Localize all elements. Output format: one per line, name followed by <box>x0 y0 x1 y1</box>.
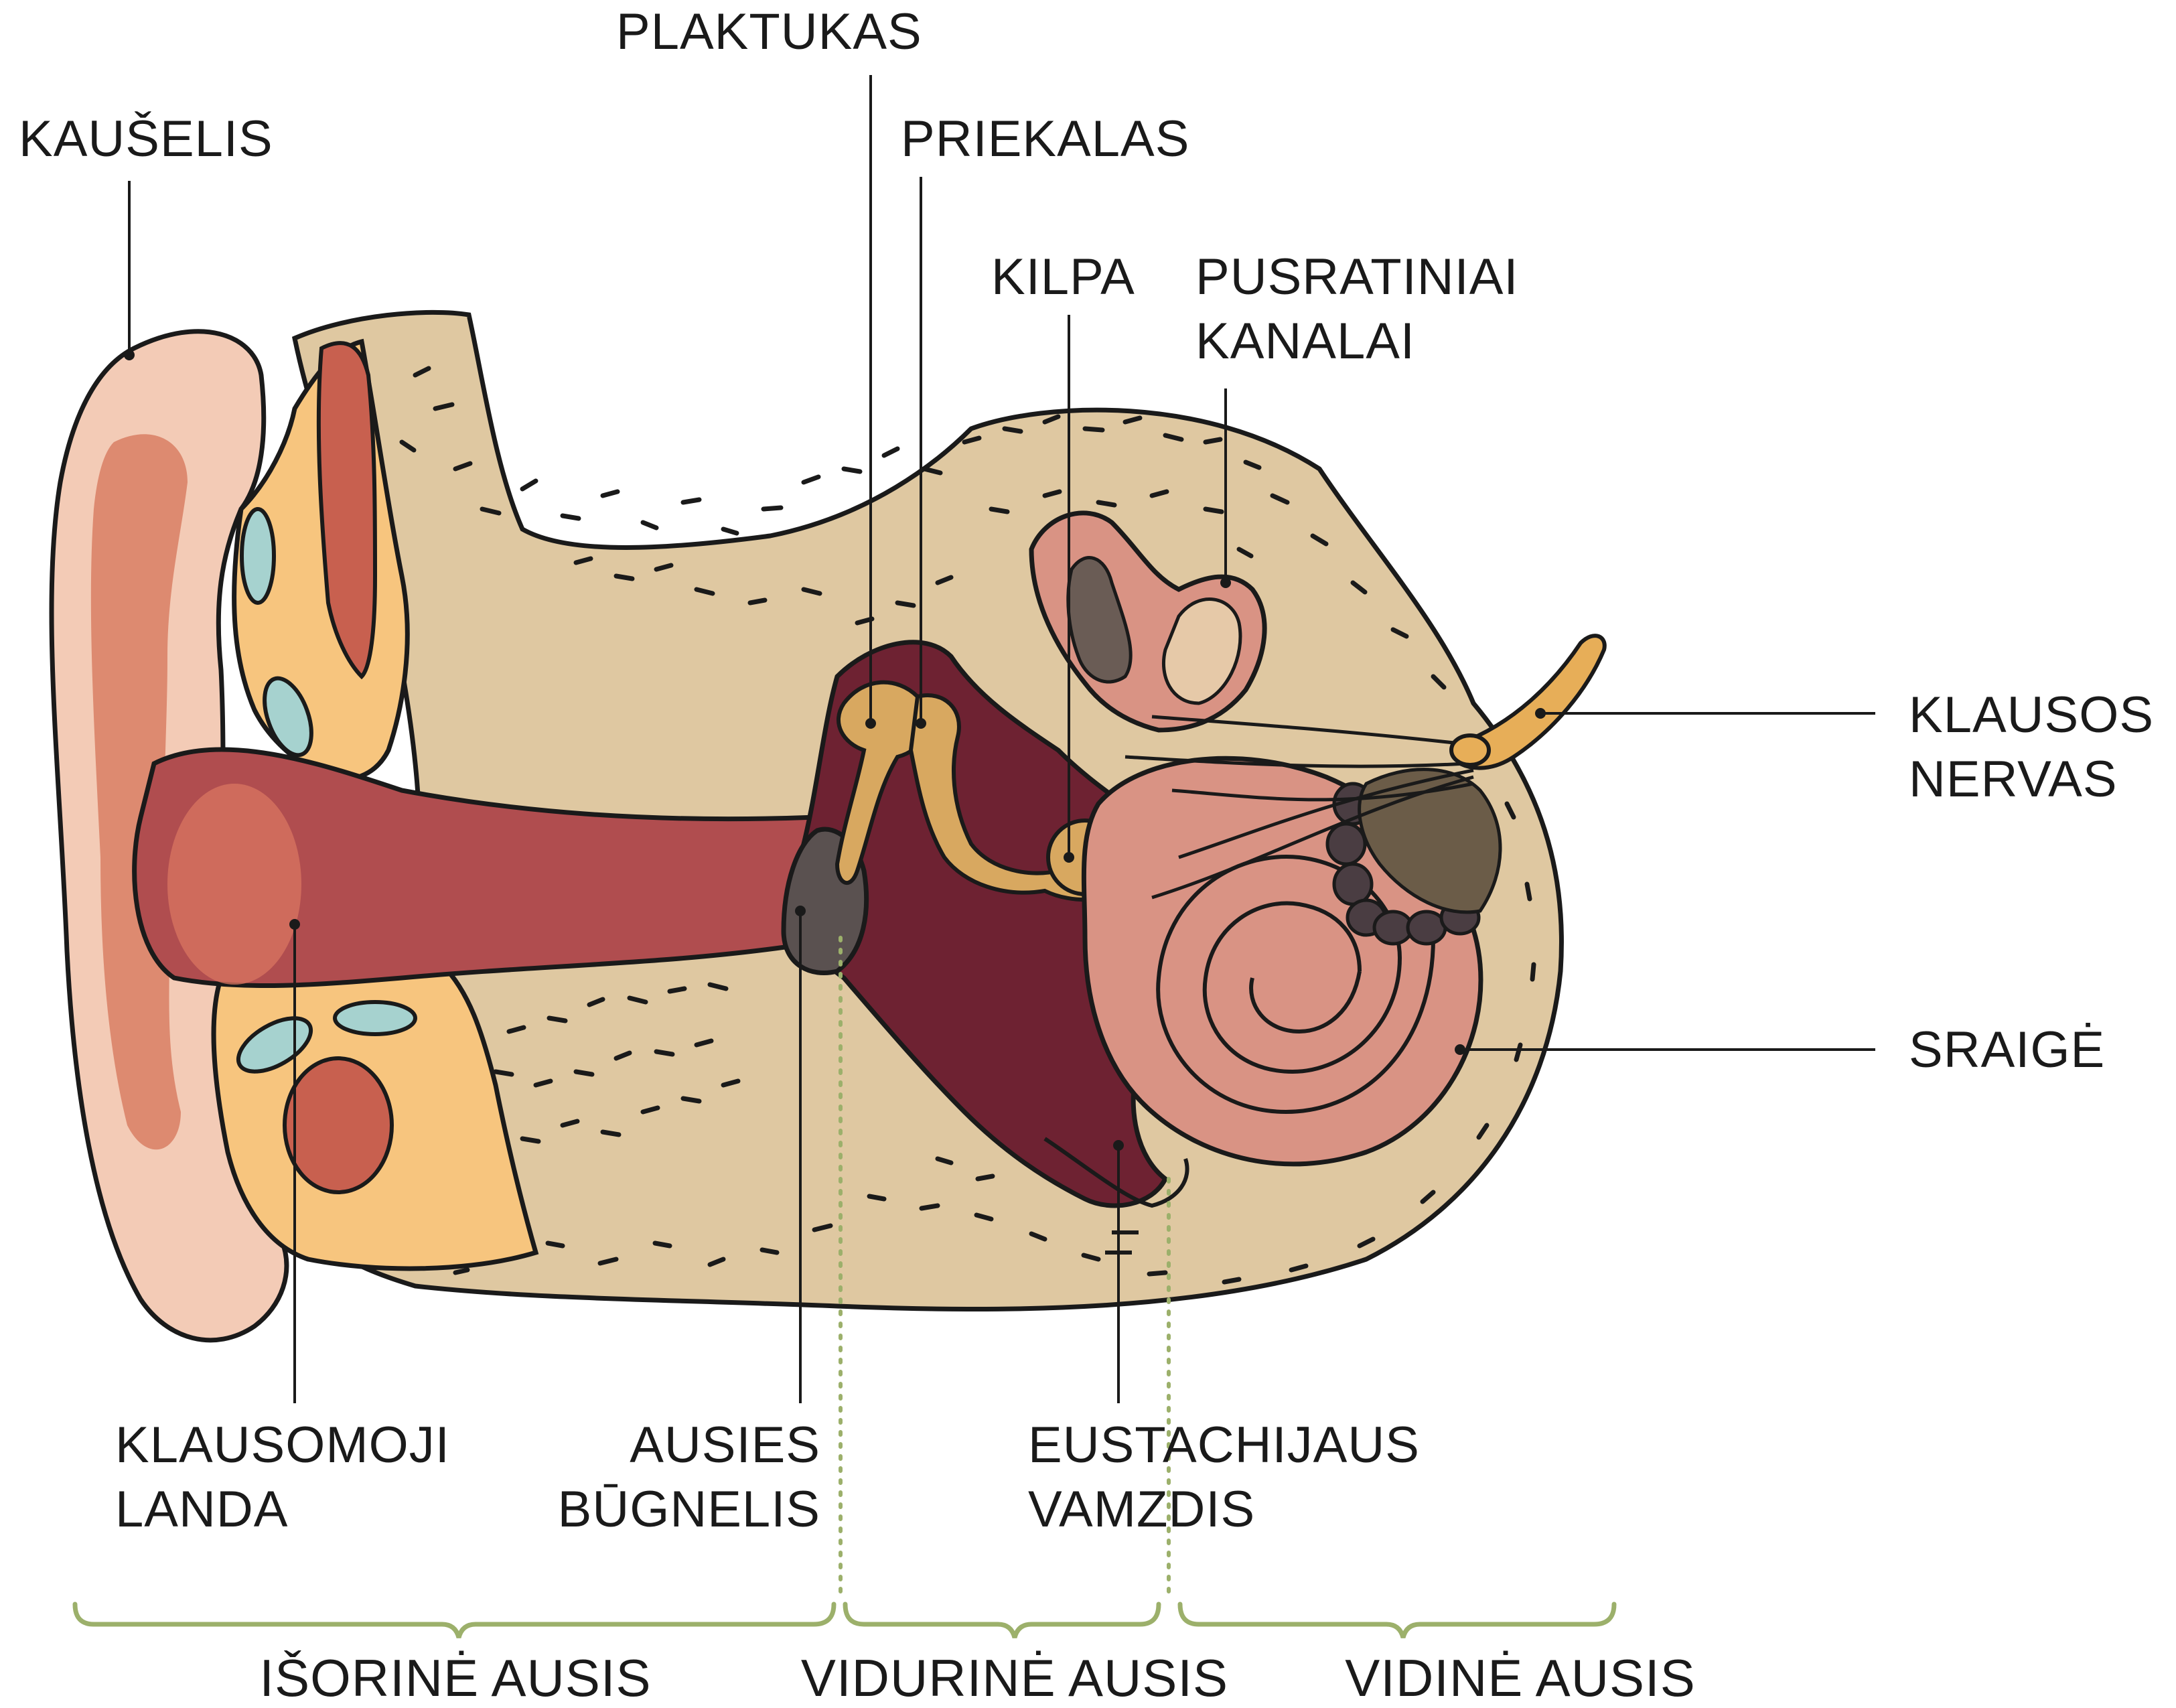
bracket-outer <box>75 1604 834 1638</box>
label-pusratiniai-line1: PUSRATINIAI <box>1195 245 1519 309</box>
label-klausos-line1: KLAUSOS <box>1909 683 2154 748</box>
label-pusratiniai-line2: KANALAI <box>1195 309 1519 374</box>
label-bugnelis-line2: BŪGNELIS <box>509 1478 820 1542</box>
label-klausos-nervas: KLAUSOS NERVAS <box>1909 683 2154 812</box>
label-plaktukas-text: PLAKTUKAS <box>616 0 922 64</box>
label-kilpa: KILPA <box>991 245 1135 309</box>
section-brackets <box>75 1604 1614 1638</box>
section-inner-ear: VIDINĖ AUSIS <box>1306 1648 1735 1708</box>
label-kauselis-text: KAUŠELIS <box>19 107 273 171</box>
label-sraige-text: SRAIGĖ <box>1909 1018 2105 1082</box>
bracket-inner <box>1180 1604 1614 1638</box>
label-klausos-line2: NERVAS <box>1909 748 2154 812</box>
label-pusratiniai-kanalai: PUSRATINIAI KANALAI <box>1195 245 1519 374</box>
label-ausies-bugnelis: AUSIES BŪGNELIS <box>509 1413 820 1542</box>
bracket-middle <box>845 1604 1159 1638</box>
label-eustachijaus-line2: VAMZDIS <box>1028 1478 1420 1542</box>
muscle-lower <box>285 1058 392 1192</box>
label-landa-line1: KLAUSOMOJI <box>115 1413 450 1478</box>
section-middle-ear: VIDURINĖ AUSIS <box>800 1648 1229 1708</box>
label-kauselis: KAUŠELIS <box>19 107 273 171</box>
label-priekalas-text: PRIEKALAS <box>901 107 1189 171</box>
label-plaktukas: PLAKTUKAS <box>616 0 922 64</box>
label-eustachijaus-line1: EUSTACHIJAUS <box>1028 1413 1420 1478</box>
label-landa-line2: LANDA <box>115 1478 450 1542</box>
label-bugnelis-line1: AUSIES <box>509 1413 820 1478</box>
label-kilpa-text: KILPA <box>991 245 1135 309</box>
nerve-end <box>1451 735 1489 765</box>
label-klausomoji-landa: KLAUSOMOJI LANDA <box>115 1413 450 1542</box>
label-priekalas: PRIEKALAS <box>901 107 1189 171</box>
canal-highlight <box>167 784 301 985</box>
section-outer-ear: IŠORINĖ AUSIS <box>241 1648 670 1708</box>
label-eustachijaus-vamzdis: EUSTACHIJAUS VAMZDIS <box>1028 1413 1420 1542</box>
label-sraige: SRAIGĖ <box>1909 1018 2105 1082</box>
